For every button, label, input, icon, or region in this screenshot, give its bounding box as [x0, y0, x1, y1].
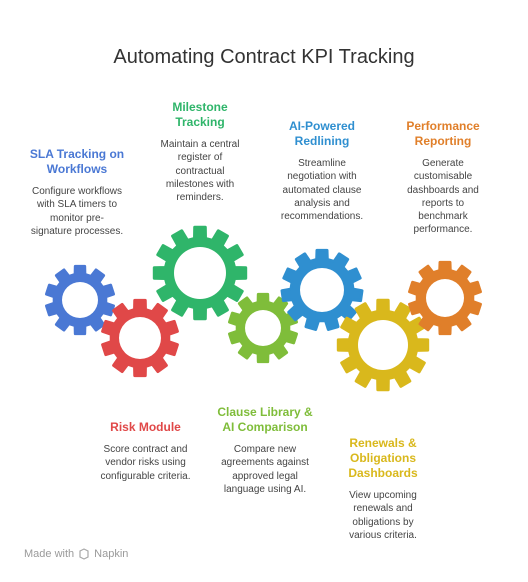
- gear-redlining-icon: [280, 248, 364, 331]
- card-renewals: Renewals & Obligations Dashboards View u…: [328, 436, 438, 542]
- card-text: View upcoming renewals and obligations b…: [349, 490, 417, 541]
- gear-renewals-icon: [336, 298, 430, 392]
- card-heading: Risk Module: [110, 420, 181, 434]
- footer-made-with: Made with: [24, 548, 75, 560]
- card-heading: Clause Library & AI Comparison: [217, 405, 313, 434]
- page-title: Automating Contract KPI Tracking: [113, 46, 415, 68]
- card-heading: Renewals & Obligations Dashboards: [348, 436, 418, 480]
- card-text: Score contract and vendor risks using co…: [100, 444, 191, 482]
- gear-sla-icon: [45, 264, 115, 336]
- card-risk: Risk Module Score contract and vendor ri…: [88, 420, 203, 483]
- card-text: Configure workflows with SLA timers to m…: [30, 186, 124, 237]
- footer-brand: Napkin: [94, 548, 129, 560]
- gear-milestone-icon: [152, 225, 248, 321]
- card-milestone: Milestone Tracking Maintain a central re…: [145, 100, 255, 204]
- card-text: Compare new agreements against approved …: [221, 444, 309, 495]
- card-heading: AI-Powered Redlining: [288, 119, 355, 148]
- gear-risk-icon: [101, 298, 179, 378]
- card-sla: SLA Tracking on Workflows Configure work…: [22, 147, 132, 238]
- card-heading: SLA Tracking on Workflows: [29, 147, 125, 176]
- napkin-icon: [79, 548, 89, 560]
- gear-clause-icon: [228, 292, 298, 364]
- gear-performance-icon: [408, 260, 482, 336]
- card-clause: Clause Library & AI Comparison Compare n…: [205, 405, 325, 496]
- card-redlining: AI-Powered Redlining Streamline negotiat…: [267, 119, 377, 223]
- card-text: Generate customisable dashboards and rep…: [407, 158, 479, 236]
- card-heading: Milestone Tracking: [172, 100, 228, 129]
- card-performance: Performance Reporting Generate customisa…: [388, 119, 498, 237]
- card-text: Maintain a central register of contractu…: [160, 139, 240, 204]
- card-heading: Performance Reporting: [406, 119, 480, 148]
- card-text: Streamline negotiation with automated cl…: [280, 158, 364, 223]
- footer-attribution: Made with Napkin: [24, 548, 128, 560]
